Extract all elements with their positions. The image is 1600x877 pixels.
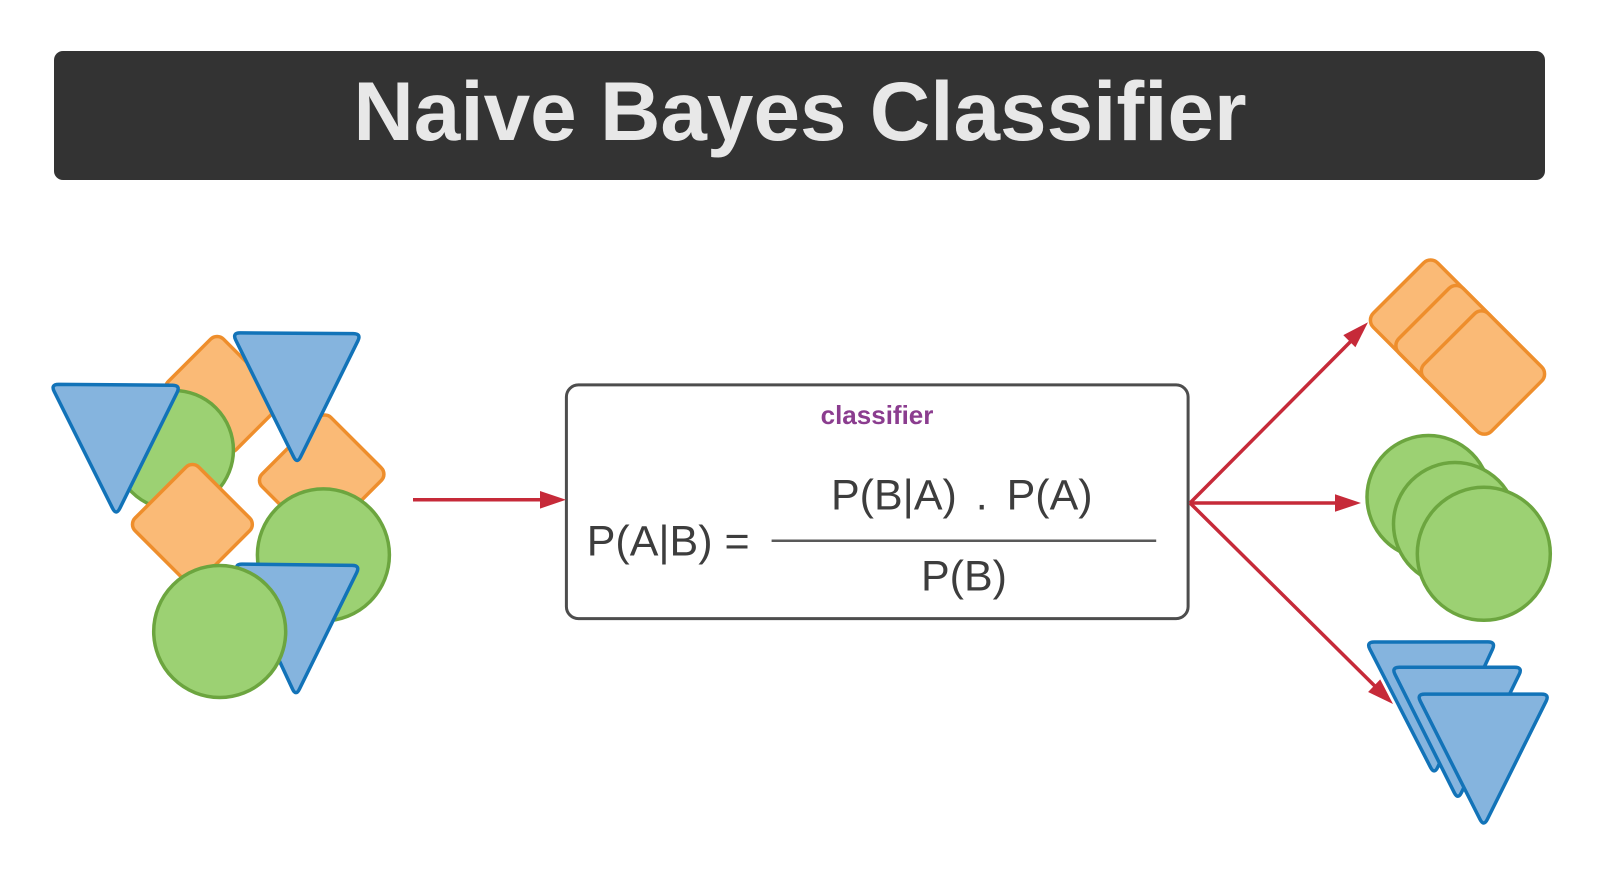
svg-text:P(B|A) . P(A): P(B|A) . P(A) [831,471,1093,519]
svg-text:classifier: classifier [821,400,934,430]
svg-text:Naive Bayes Classifier: Naive Bayes Classifier [353,64,1246,158]
svg-text:P(B): P(B) [921,552,1007,600]
svg-text:P(A|B) =: P(A|B) = [587,518,750,566]
